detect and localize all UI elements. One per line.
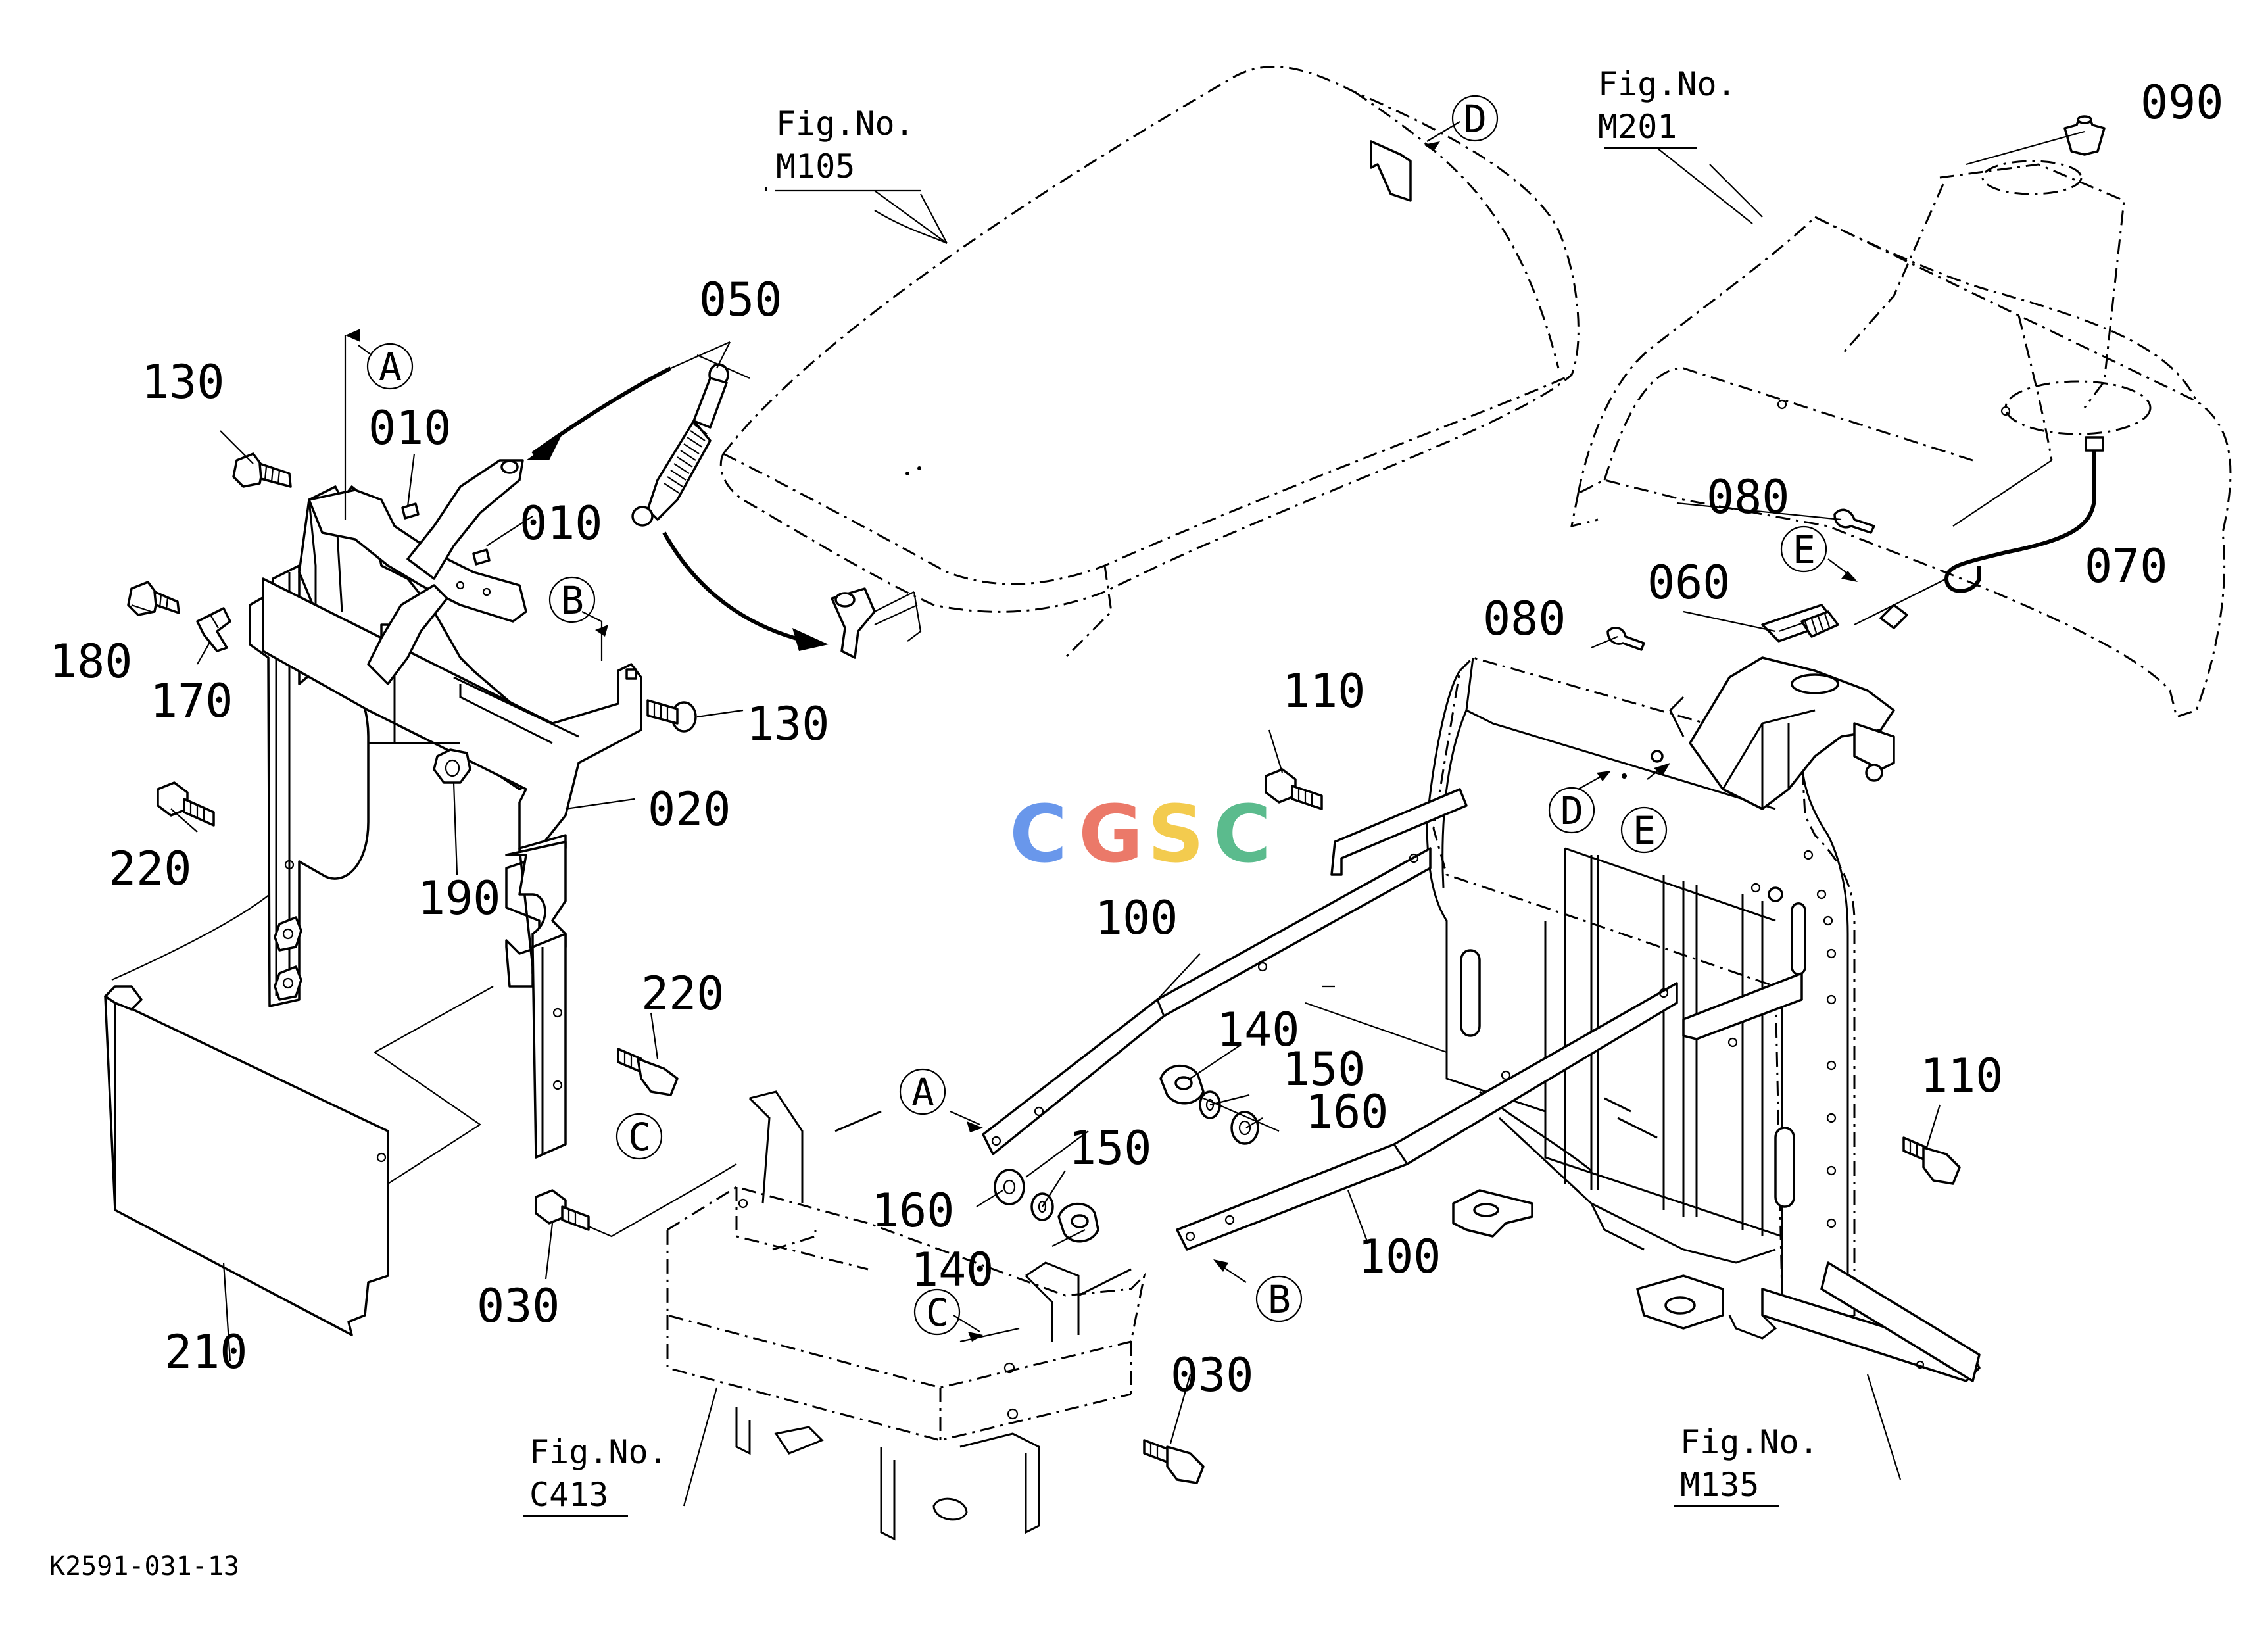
nut-190 [433,748,471,784]
circled-callouts: A A B B C C D D [366,95,1827,1336]
label-210: 210 [164,1325,247,1379]
bolt-110-lower [1902,1136,1961,1185]
label-170: 170 [150,674,233,728]
watermark-letter-2: G [1078,789,1144,881]
callout-A-upper: A [366,343,414,390]
callout-D-lower: D [1548,787,1595,834]
bolt-220-right [617,1048,679,1096]
svg-text:E: E [1633,808,1656,853]
svg-text:D: D [1464,97,1487,141]
label-160-right: 160 [1305,1085,1388,1139]
watermark-letter-1: C [1009,789,1067,881]
label-050: 050 [699,273,782,327]
fig-ref-m201-number: M201 [1598,108,1677,146]
fig-ref-m135-number: M135 [1680,1466,1759,1504]
callout-C-lower: C [913,1288,961,1336]
fig-ref-c413-prefix: Fig.No. [529,1433,668,1471]
svg-text:C: C [926,1290,949,1335]
label-080-lower: 080 [1483,592,1566,646]
bolt-130-upper [232,452,292,488]
label-140-lower: 140 [911,1243,994,1297]
hardware-140-150-160 [994,1064,1280,1243]
label-010-lower: 010 [519,497,602,550]
part-number-labels: 050 010 010 130 130 180 170 220 190 020 … [49,76,2223,1402]
svg-text:A: A [911,1070,934,1115]
label-180: 180 [49,635,132,689]
label-150-upper: 150 [1282,1042,1365,1096]
label-110-lower: 110 [1920,1049,2003,1103]
hinge-plate-010 [308,459,527,685]
cover-plate-210 [104,894,494,1336]
svg-text:B: B [561,578,584,623]
label-130-lower: 130 [746,697,829,751]
fig-ref-m135-prefix: Fig.No. [1680,1423,1819,1461]
bolt-220-left [157,781,215,827]
fig-ref-m105-number: M105 [776,147,855,185]
fig-ref-m201-prefix: Fig.No. [1598,65,1737,103]
label-080-upper: 080 [1706,470,1789,524]
watermark-letter-4: C [1213,789,1271,881]
label-160-left: 160 [871,1184,954,1238]
hood-assembly-m105 [719,65,1580,659]
label-100-upper: 100 [1095,891,1178,945]
label-070: 070 [2085,539,2167,593]
document-code: K2591-031-13 [49,1551,239,1582]
bolt-130-lower [646,699,697,733]
bolt-110-upper [1265,768,1323,810]
label-140-upper: 140 [1217,1003,1299,1057]
bolt-030-right [1143,1439,1205,1484]
bolt-030-left [535,1163,737,1238]
callout-arrows [344,121,1858,1343]
label-020: 020 [648,783,731,837]
spring-060 [1778,610,1839,638]
svg-text:E: E [1793,527,1816,572]
label-010-upper: 010 [368,401,451,455]
lever-rod-070 [1761,436,2104,643]
callout-D-upper: D [1451,95,1499,142]
label-100-lower: 100 [1358,1230,1441,1284]
svg-text:C: C [628,1115,651,1159]
label-150-lower: 150 [1069,1121,1151,1175]
svg-text:D: D [1560,789,1583,833]
front-frame-m135 [1426,656,1981,1382]
label-220-left: 220 [109,842,191,896]
svg-text:B: B [1268,1277,1291,1322]
label-190: 190 [418,871,500,925]
leader-lines [131,130,2085,1507]
callout-C-upper: C [615,1113,663,1160]
callout-E-upper: E [1780,525,1827,573]
bolt-180 [127,581,180,616]
svg-text:A: A [379,345,402,389]
watermark-letter-3: S [1147,789,1204,881]
callout-E-lower: E [1620,806,1668,854]
figure-references: Fig.No. M105 Fig.No. M201 Fig.No. C413 F… [523,65,1819,1517]
fig-ref-c413-number: C413 [529,1476,608,1514]
clip-170 [196,607,231,652]
fig-ref-m105-prefix: Fig.No. [776,105,915,143]
label-130-upper: 130 [141,355,224,409]
callout-B-upper: B [548,576,596,623]
callout-B-lower: B [1255,1275,1303,1322]
label-090: 090 [2140,76,2223,130]
dash-panel-m201 [1570,115,2232,718]
battery-tray-c413 [666,1090,1146,1541]
callout-A-lower: A [899,1068,946,1115]
label-030-right: 030 [1170,1348,1253,1402]
gas-spring-050 [526,354,829,651]
label-030-left: 030 [477,1279,560,1333]
label-220-right: 220 [641,967,724,1021]
label-060: 060 [1647,556,1730,610]
label-110-upper: 110 [1282,664,1365,718]
watermark-logo: C G S C [1009,789,1271,881]
